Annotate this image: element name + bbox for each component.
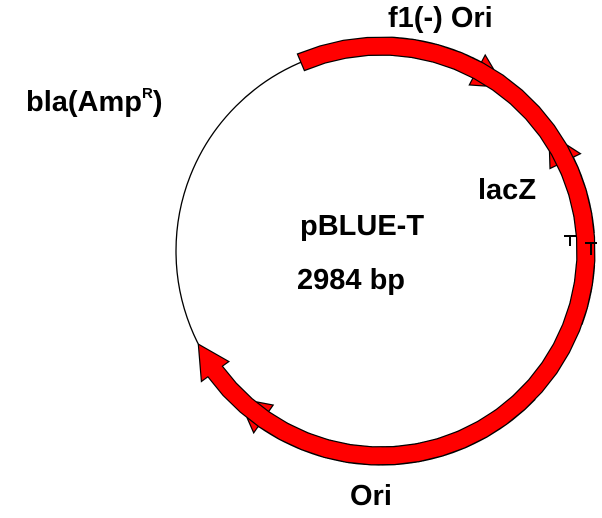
f1-ori-label: f1(-) Ori [388, 2, 493, 34]
bla-arrow [197, 36, 596, 466]
bla-label-main: bla(Amp [26, 86, 142, 118]
bla-label-close: ) [152, 86, 163, 118]
t-overhang-1 [564, 235, 576, 246]
plasmid-name: pBLUE-T [300, 210, 425, 242]
t-overhang-2 [585, 242, 597, 255]
plasmid-size: 2984 bp [297, 264, 405, 296]
bla-label-superscript: R [142, 85, 153, 102]
lacz-label: lacZ [478, 174, 537, 206]
bla-label: bla(AmpR) [26, 85, 163, 118]
ori-label: Ori [350, 480, 392, 512]
